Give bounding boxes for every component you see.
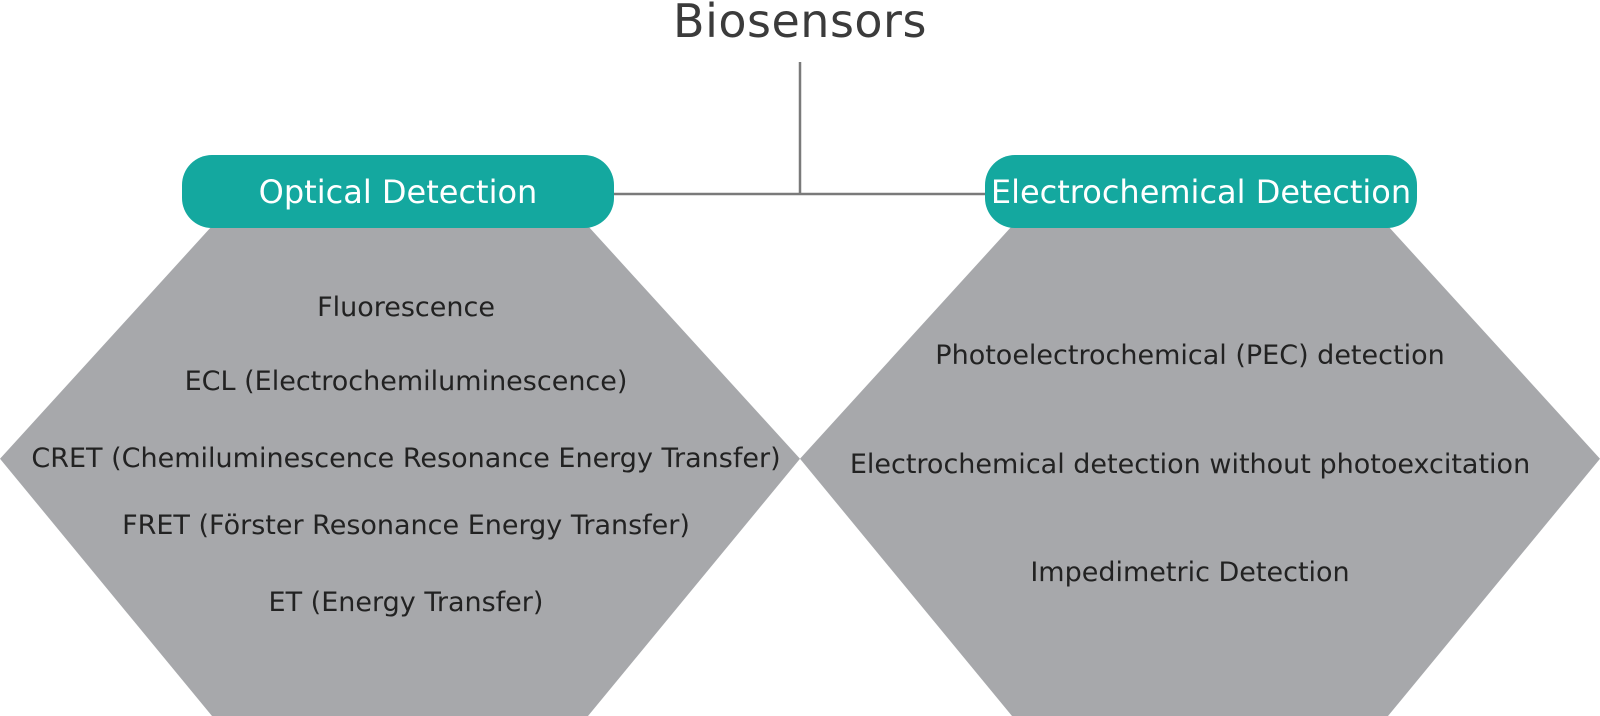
optical-item-fluorescence: Fluorescence	[317, 292, 495, 323]
optical-item-fret: FRET (Förster Resonance Energy Transfer)	[122, 510, 690, 541]
electrochemical-item-without-photoexcitation: Electrochemical detection without photoe…	[849, 449, 1531, 480]
electrochemical-detection-pill: Electrochemical Detection	[985, 155, 1417, 228]
electrochemical-item-pec: Photoelectrochemical (PEC) detection	[935, 340, 1445, 371]
root-title: Biosensors	[673, 0, 927, 48]
optical-item-et: ET (Energy Transfer)	[268, 587, 544, 618]
electrochemical-item-impedimetric: Impedimetric Detection	[1030, 557, 1350, 588]
optical-item-ecl: ECL (Electrochemiluminescence)	[184, 366, 628, 397]
optical-detection-pill: Optical Detection	[182, 155, 614, 228]
optical-item-cret: CRET (Chemiluminescence Resonance Energy…	[31, 443, 781, 474]
